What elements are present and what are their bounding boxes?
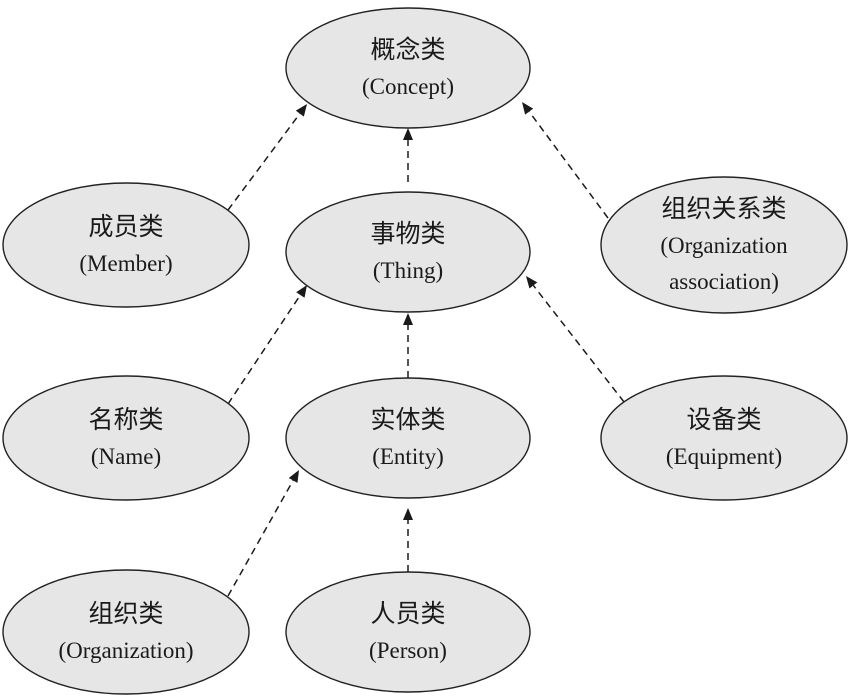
arrowhead-icon — [288, 470, 299, 483]
nodes: 概念类 (Concept) 事物类 (Thing) 成员类 (Member) 组织关系类 (O… — [2, 7, 848, 695]
arrowhead-icon — [526, 276, 538, 289]
node-label-en: (Concept) — [362, 74, 454, 99]
node-label-en: (Person) — [369, 638, 447, 663]
arrowhead-icon — [403, 508, 413, 520]
node-ellipse — [600, 176, 848, 314]
node-label-en: (Thing) — [373, 258, 443, 283]
node-ellipse — [285, 571, 531, 693]
node-ellipse — [285, 377, 531, 499]
node-label-zh: 组织类 — [88, 599, 163, 628]
node-label-zh: 事物类 — [370, 219, 445, 248]
node-label-en: association) — [669, 269, 779, 294]
node-entity: 实体类 (Entity) — [285, 377, 531, 499]
arrowhead-icon — [522, 102, 534, 115]
node-label-en: (Entity) — [372, 444, 444, 469]
node-ellipse — [285, 7, 531, 129]
edges — [227, 102, 625, 597]
node-ellipse — [285, 191, 531, 313]
edge-entity-to-thing — [403, 313, 413, 378]
edge-name-to-thing — [227, 285, 307, 405]
node-thing: 事物类 (Thing) — [285, 191, 531, 313]
arrowhead-icon — [296, 285, 307, 298]
edge-line — [227, 294, 301, 405]
node-label-zh: 人员类 — [370, 599, 445, 628]
node-ellipse — [2, 182, 250, 308]
edge-organization-to-entity — [227, 470, 299, 597]
node-ellipse — [2, 569, 250, 695]
arrowhead-icon — [403, 128, 413, 140]
node-label-zh: 实体类 — [370, 405, 445, 434]
edge-line — [227, 480, 294, 597]
edge-equipment-to-thing — [526, 276, 625, 403]
node-name: 名称类 (Name) — [2, 375, 250, 501]
node-label-zh: 成员类 — [88, 212, 163, 241]
node-label-zh: 设备类 — [686, 405, 761, 434]
edge-line — [528, 111, 609, 219]
arrowhead-icon — [403, 313, 413, 325]
node-organization: 组织类 (Organization) — [2, 569, 250, 695]
node-label-zh: 概念类 — [370, 35, 445, 64]
node-label-en: (Organization) — [59, 638, 194, 663]
edge-thing-to-concept — [403, 128, 413, 182]
node-label-en: (Organization — [660, 233, 788, 258]
node-org-assoc: 组织关系类 (Organization association) — [600, 176, 848, 314]
node-concept: 概念类 (Concept) — [285, 7, 531, 129]
node-person: 人员类 (Person) — [285, 571, 531, 693]
edge-line — [532, 285, 625, 403]
node-label-zh: 名称类 — [88, 405, 163, 434]
node-label-en: (Member) — [79, 251, 172, 276]
node-ellipse — [600, 375, 848, 501]
node-ellipse — [2, 375, 250, 501]
node-member: 成员类 (Member) — [2, 182, 250, 308]
node-label-en: (Name) — [91, 444, 161, 469]
node-equipment: 设备类 (Equipment) — [600, 375, 848, 501]
arrowhead-icon — [295, 104, 307, 117]
node-label-zh: 组织关系类 — [661, 194, 786, 223]
node-label-en: (Equipment) — [666, 444, 782, 469]
edge-org-assoc-to-concept — [522, 102, 609, 219]
edge-member-to-concept — [227, 104, 307, 211]
edge-line — [227, 113, 301, 211]
edge-person-to-entity — [403, 508, 413, 572]
